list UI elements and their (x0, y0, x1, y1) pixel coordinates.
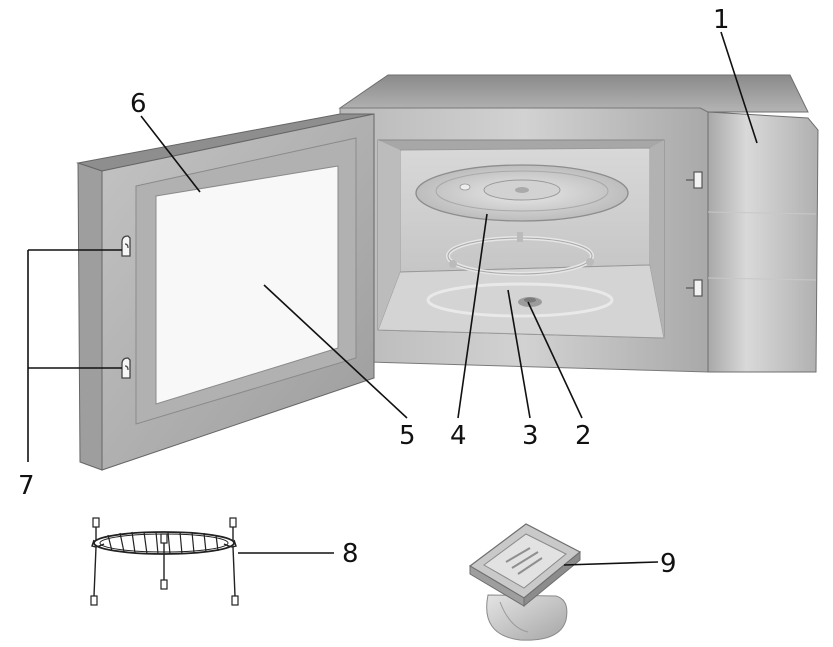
callout-7: 7 (18, 471, 35, 501)
callout-1: 1 (713, 5, 730, 35)
callout-3: 3 (522, 421, 539, 451)
callout-9: 9 (660, 549, 677, 579)
callout-2: 2 (575, 421, 592, 451)
control-panel (707, 111, 819, 373)
oven-door (76, 113, 375, 471)
leader-lines (27, 31, 758, 566)
roller-ring (426, 232, 614, 318)
callout-8: 8 (342, 539, 359, 569)
callout-4: 4 (450, 421, 467, 451)
glass-tray (415, 164, 629, 222)
suction-cup-part (468, 523, 582, 641)
door-hook-upper (121, 235, 131, 257)
turntable-coupler (518, 297, 542, 307)
callout-numbers: 1 2 3 4 5 6 7 8 9 (18, 5, 730, 579)
callout-6: 6 (130, 89, 147, 119)
door-hook-lower (121, 357, 131, 379)
grill-rack (90, 517, 239, 606)
callout-5: 5 (399, 421, 416, 451)
